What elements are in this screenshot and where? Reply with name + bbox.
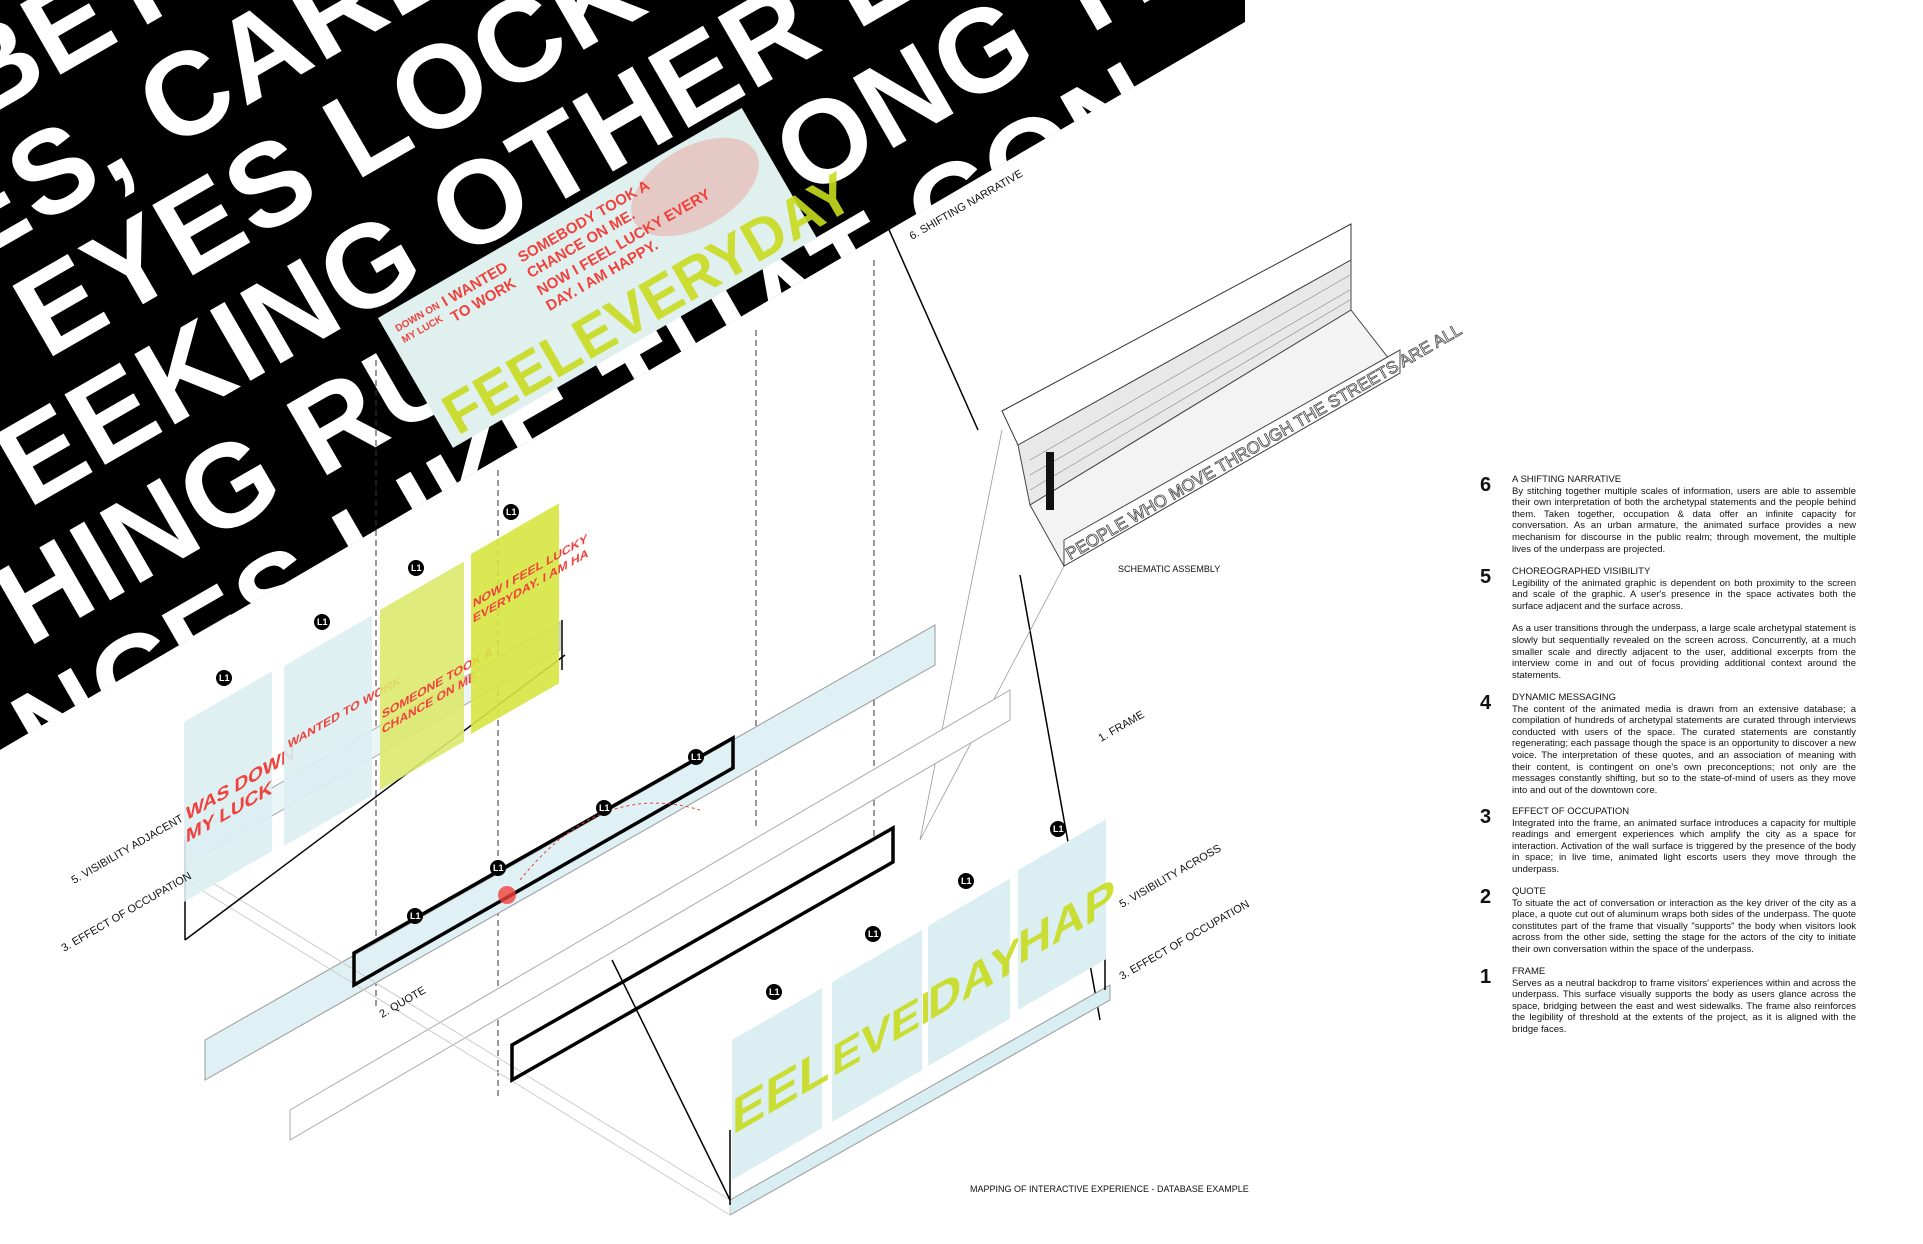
- svg-text:L1: L1: [961, 876, 972, 886]
- label-visibility-adjacent: 5. VISIBILITY ADJACENT: [70, 813, 186, 887]
- schematic-assembly-label: SCHEMATIC ASSEMBLY: [1118, 564, 1220, 574]
- schematic-assembly: PEOPLE WHO MOVE THROUGH THE STREETS ARE …: [1001, 223, 1465, 567]
- section-number: 3: [1480, 806, 1492, 828]
- section-text: The content of the animated media is dra…: [1512, 703, 1856, 796]
- svg-text:L1: L1: [1053, 824, 1064, 834]
- section-number: 4: [1480, 692, 1492, 714]
- section-title: QUOTE: [1512, 886, 1546, 897]
- svg-text:L1: L1: [317, 617, 328, 627]
- svg-text:L1: L1: [493, 863, 504, 873]
- person-silhouette: [1046, 452, 1054, 510]
- section-title: DYNAMIC MESSAGING: [1512, 692, 1616, 703]
- section-title: EFFECT OF OCCUPATION: [1512, 806, 1630, 817]
- section-text: Serves as a neutral backdrop to frame vi…: [1512, 977, 1856, 1035]
- section-text: Legibility of the animated graphic is de…: [1512, 577, 1856, 612]
- across-panel: EVER: [832, 930, 952, 1122]
- section-text: Integrated into the frame, an animated s…: [1512, 817, 1856, 875]
- section-number: 6: [1480, 474, 1492, 496]
- diagram-caption: MAPPING OF INTERACTIVE EXPERIENCE - DATA…: [970, 1184, 1249, 1194]
- section-text: By stitching together multiple scales of…: [1512, 485, 1856, 555]
- label-effect-occupation-right: 3. EFFECT OF OCCUPATION: [1118, 898, 1252, 982]
- svg-text:L1: L1: [769, 987, 780, 997]
- section-title: FRAME: [1512, 966, 1546, 977]
- across-panel: HAP: [1018, 819, 1115, 1010]
- label-visibility-across: 5. VISIBILITY ACROSS: [1118, 843, 1224, 911]
- svg-text:L1: L1: [410, 911, 421, 921]
- section-title: A SHIFTING NARRATIVE: [1512, 474, 1622, 485]
- label-frame: 1. FRAME: [1097, 709, 1147, 745]
- svg-text:L1: L1: [868, 929, 879, 939]
- overlay-panel: DOWN ON MY LUCK I WANTED TO WORK SOMEBOD…: [378, 108, 864, 448]
- across-panel: DAY: [928, 878, 1021, 1066]
- svg-text:L1: L1: [219, 673, 230, 683]
- user-marker: [498, 886, 516, 904]
- adjacent-panel: NOW I FEEL LUCKY EVERYDAY. I AM HA: [471, 503, 589, 734]
- section-text: As a user transitions through the underp…: [1512, 623, 1856, 681]
- adjacent-panel: WAS DOWN MY LUCK: [184, 671, 295, 902]
- svg-text:L1: L1: [691, 752, 702, 762]
- location-markers: L1 L1 L1 L1 L1 L1 L1 L1 L1 L1 L1 L1: [216, 504, 1066, 1000]
- svg-text:L1: L1: [599, 803, 610, 813]
- section-title: CHOREOGRAPHED VISIBILITY: [1512, 566, 1651, 577]
- svg-text:L1: L1: [411, 563, 422, 573]
- section-number: 5: [1480, 566, 1492, 588]
- across-panels: EEL EVER DAY HAP: [732, 819, 1115, 1180]
- section-number: 2: [1480, 886, 1492, 908]
- section-number: 1: [1480, 966, 1492, 988]
- section-text: To situate the act of conversation or in…: [1512, 897, 1856, 955]
- svg-text:L1: L1: [506, 507, 517, 517]
- across-panel: EEL: [732, 988, 829, 1180]
